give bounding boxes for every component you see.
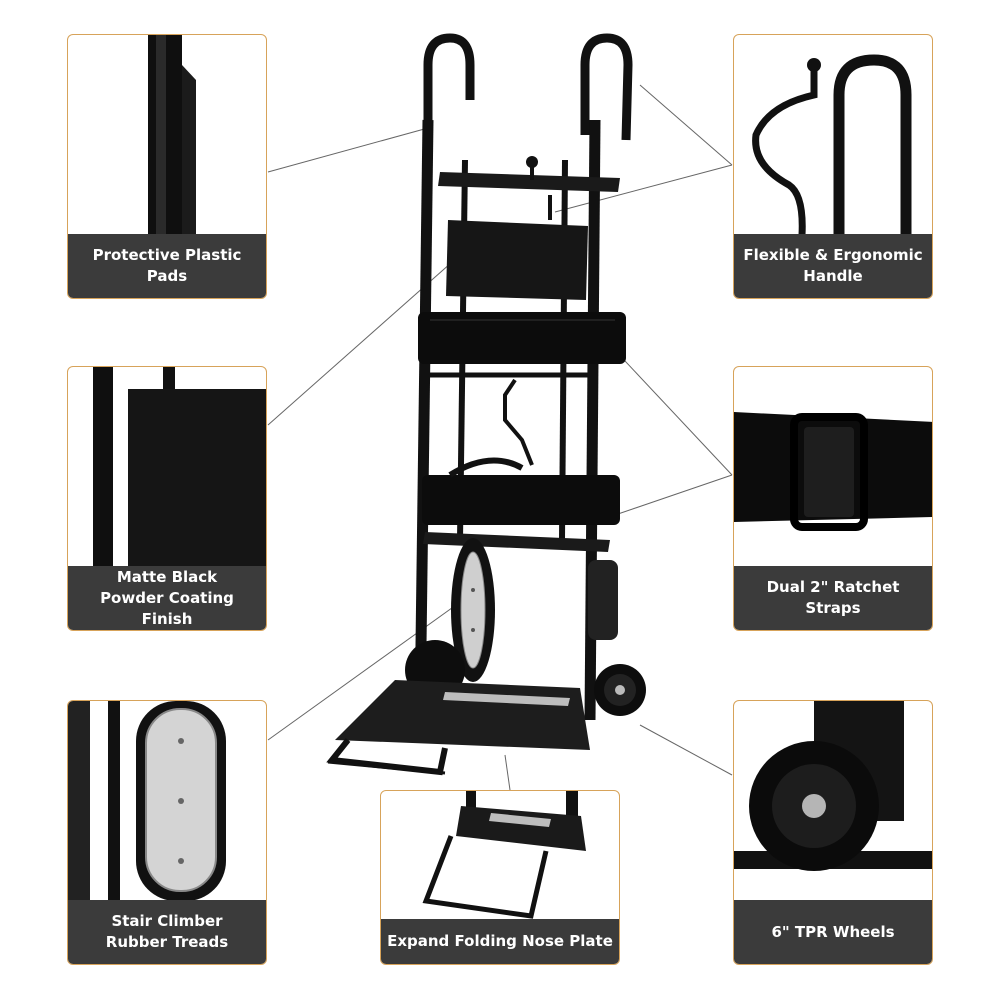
leader-line-handle-a [639,84,733,166]
lower-shelf [423,532,610,552]
stair-tread-closeup [68,701,226,901]
feature-label: Stair Climber Rubber Treads [68,900,266,964]
feature-label: 6" TPR Wheels [734,900,932,964]
nose-plate-closeup [422,791,586,919]
feature-card-ergonomic-handle: Flexible & Ergonomic Handle [733,34,933,299]
crank-handle [503,378,534,466]
leader-line-handle-b [554,164,733,213]
feature-label: Dual 2" Ratchet Straps [734,566,932,630]
wheel-closeup [734,701,932,871]
feature-card-rubber-treads: Stair Climber Rubber Treads [67,700,267,965]
feature-label: Protective Plastic Pads [68,234,266,298]
right-handle [580,33,633,141]
left-rail [414,119,434,721]
top-shelf [438,172,620,192]
hand-truck-illustration [326,33,646,776]
upper-strap [418,312,626,364]
leader-line-nose [504,754,511,791]
leader-line-treads [267,594,471,741]
feature-card-powder-coating: Matte Black Powder Coating Finish [67,366,267,631]
nose-plate [335,680,590,750]
left-handle [423,33,475,135]
feature-card-tpr-wheels: 6" TPR Wheels [733,700,933,965]
feature-label: Expand Folding Nose Plate [381,919,619,964]
feature-card-ratchet-straps: Dual 2" Ratchet Straps [733,366,933,631]
ratchet-strap-closeup [734,412,932,531]
feature-label: Matte Black Powder Coating Finish [68,566,266,630]
lower-strap [422,475,620,525]
leader-line-straps-a [609,344,733,476]
back-panel [446,220,588,300]
feature-card-protective-pads: Protective Plastic Pads [67,34,267,299]
handle-closeup [752,54,912,235]
leader-line-straps-b [614,474,733,516]
feature-card-nose-plate: Expand Folding Nose Plate [380,790,620,965]
powder-coating-closeup [93,367,266,567]
leader-line-wheels [639,724,733,776]
leader-line-pads [267,127,429,173]
feature-label: Flexible & Ergonomic Handle [734,234,932,298]
plastic-pad-closeup [148,35,196,235]
